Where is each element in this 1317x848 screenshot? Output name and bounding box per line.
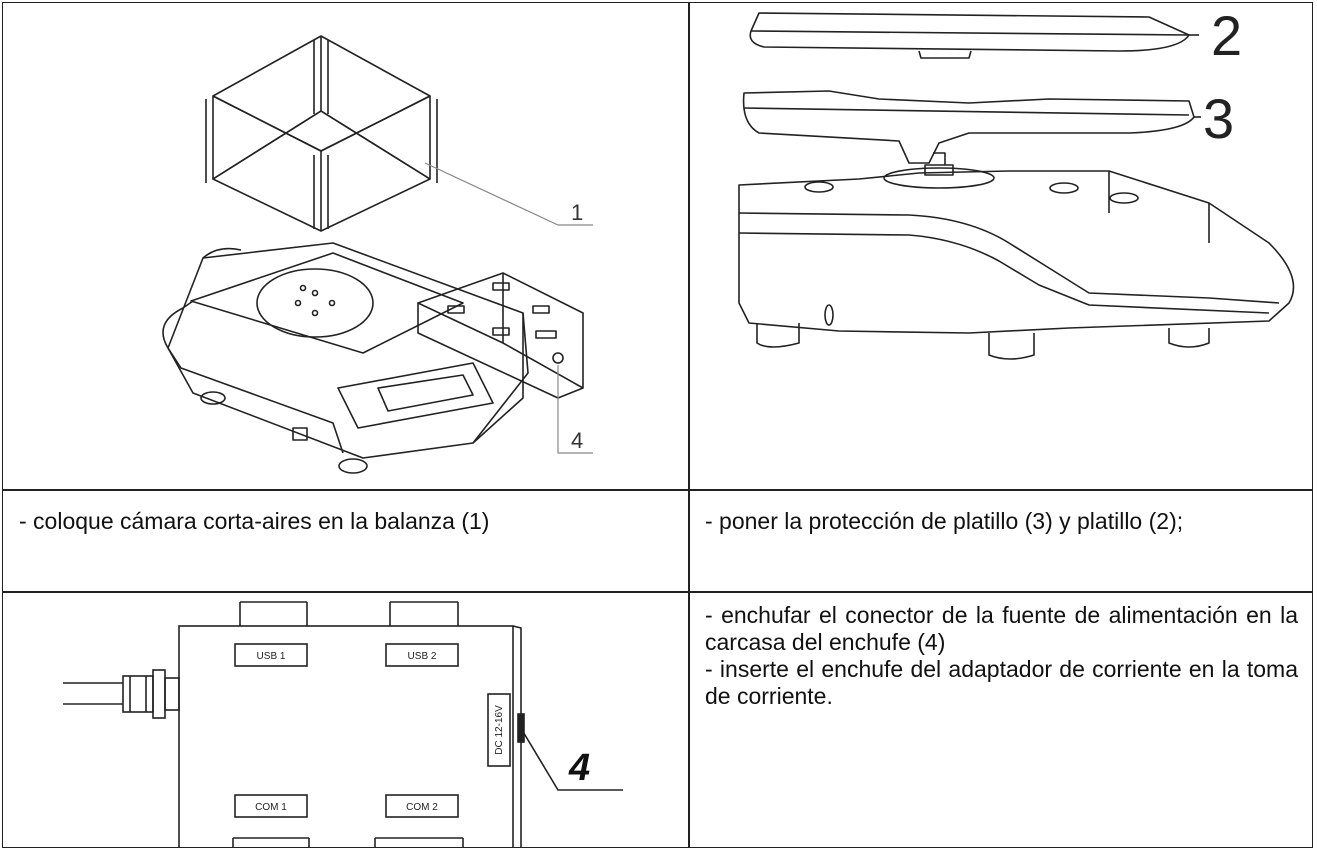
label-3: 3 xyxy=(1203,87,1234,150)
balance-draft-shield-drawing: 1 4 xyxy=(162,35,593,474)
figure-connector-panel: USB 1 USB 2 COM 1 COM 2 DC 12-16V 4 xyxy=(2,591,690,848)
caption-step1: - coloque cámara corta-aires en la balan… xyxy=(19,508,490,534)
caption-step2: - poner la protección de platillo (3) y … xyxy=(705,508,1184,534)
caption-cell-step2: - poner la protección de platillo (3) y … xyxy=(688,489,1313,593)
com2-label: COM 2 xyxy=(406,802,438,813)
figure-draft-shield-balance: 1 4 xyxy=(2,2,690,491)
caption-cell-step1: - coloque cámara corta-aires en la balan… xyxy=(2,489,690,593)
caption-step3: - enchufar el conector de la fuente de a… xyxy=(689,592,1312,710)
label-2: 2 xyxy=(1211,4,1242,67)
label-4: 4 xyxy=(571,428,583,453)
socket-callout-label: 4 xyxy=(568,747,590,789)
usb2-label: USB 2 xyxy=(408,651,437,662)
dc-label: DC 12-16V xyxy=(494,705,505,755)
caption-cell-step3: - enchufar el conector de la fuente de a… xyxy=(688,591,1313,848)
figure-pan-assembly: 2 3 xyxy=(688,2,1313,491)
label-1: 1 xyxy=(571,200,583,225)
connector-panel-drawing: USB 1 USB 2 COM 1 COM 2 DC 12-16V 4 xyxy=(63,601,623,847)
caption-step3-line2: - inserte el enchufe del adaptador de co… xyxy=(705,656,1298,709)
caption-step3-line1: - enchufar el conector de la fuente de a… xyxy=(705,602,1298,655)
pan-assembly-drawing: 2 3 xyxy=(738,4,1295,360)
com1-label: COM 1 xyxy=(255,802,287,813)
usb1-label: USB 1 xyxy=(257,651,286,662)
